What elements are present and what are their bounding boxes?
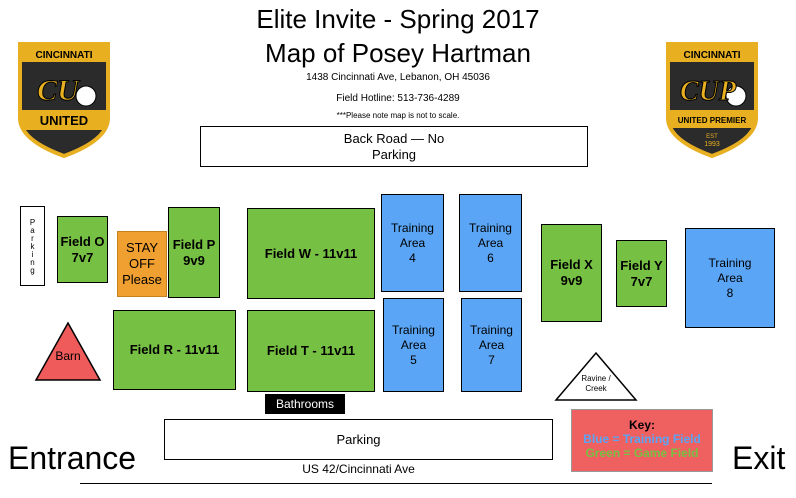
training-area-4: Training Area 4 bbox=[381, 194, 444, 292]
barn-icon bbox=[34, 321, 102, 381]
right-logo-top-text: CINCINNATI bbox=[683, 50, 740, 61]
training-area-8: Training Area 8 bbox=[685, 228, 775, 328]
back-road-no-parking: Back Road — No Parking bbox=[200, 126, 588, 167]
side-parking: Parking bbox=[20, 206, 45, 286]
training-area-5: Training Area 5 bbox=[383, 298, 444, 392]
map-subtitle: Map of Posey Hartman bbox=[265, 38, 531, 68]
field-p: Field P 9v9 bbox=[168, 207, 220, 298]
entrance-label: Entrance bbox=[8, 440, 137, 476]
map-key: Key: Blue = Training Field Green = Game … bbox=[571, 409, 713, 472]
training-area-6: Training Area 6 bbox=[459, 194, 522, 292]
right-logo-est: EST bbox=[706, 134, 718, 140]
map-title: Elite Invite - Spring 2017 bbox=[256, 4, 540, 34]
field-y: Field Y 7v7 bbox=[616, 240, 667, 307]
left-logo-bottom-text: UNITED bbox=[40, 113, 88, 128]
left-logo-top-text: CINCINNATI bbox=[35, 50, 92, 61]
field-t: Field T - 11v11 bbox=[247, 310, 375, 392]
address: 1438 Cincinnati Ave, Lebanon, OH 45036 bbox=[306, 72, 490, 83]
field-o: Field O 7v7 bbox=[57, 216, 108, 283]
key-green: Green = Game Field bbox=[585, 446, 699, 460]
right-logo-year: 1993 bbox=[704, 141, 720, 148]
exit-label: Exit bbox=[732, 440, 786, 476]
bathrooms: Bathrooms bbox=[265, 394, 345, 414]
scale-note: ***Please note map is not to scale. bbox=[336, 111, 460, 120]
field-w: Field W - 11v11 bbox=[247, 208, 375, 299]
key-blue: Blue = Training Field bbox=[583, 432, 701, 446]
left-logo-mark: CU bbox=[37, 74, 80, 107]
right-logo-mark: CUP bbox=[680, 76, 737, 107]
right-logo-bottom-text: UNITED PREMIER bbox=[678, 116, 747, 125]
stay-off-area: STAY OFF Please bbox=[117, 231, 167, 297]
field-hotline: Field Hotline: 513-736-4289 bbox=[336, 93, 460, 104]
training-area-7: Training Area 7 bbox=[461, 298, 522, 392]
field-x: Field X 9v9 bbox=[541, 224, 602, 322]
road-label: US 42/Cincinnati Ave bbox=[302, 462, 415, 476]
cincinnati-united-logo: CINCINNATI CU UNITED bbox=[16, 40, 112, 159]
key-title: Key: bbox=[628, 418, 655, 432]
barn-label: Barn bbox=[55, 349, 81, 363]
road-line bbox=[80, 483, 712, 484]
side-parking-label: Parking bbox=[28, 218, 37, 274]
ravine-creek-icon bbox=[554, 351, 638, 401]
cincinnati-cup-logo: CINCINNATI CUP UNITED PREMIER EST 1993 bbox=[664, 40, 760, 159]
field-r: Field R - 11v11 bbox=[113, 310, 236, 390]
main-parking: Parking bbox=[164, 419, 553, 460]
ravine-creek-label: Ravine / Creek bbox=[581, 374, 611, 393]
